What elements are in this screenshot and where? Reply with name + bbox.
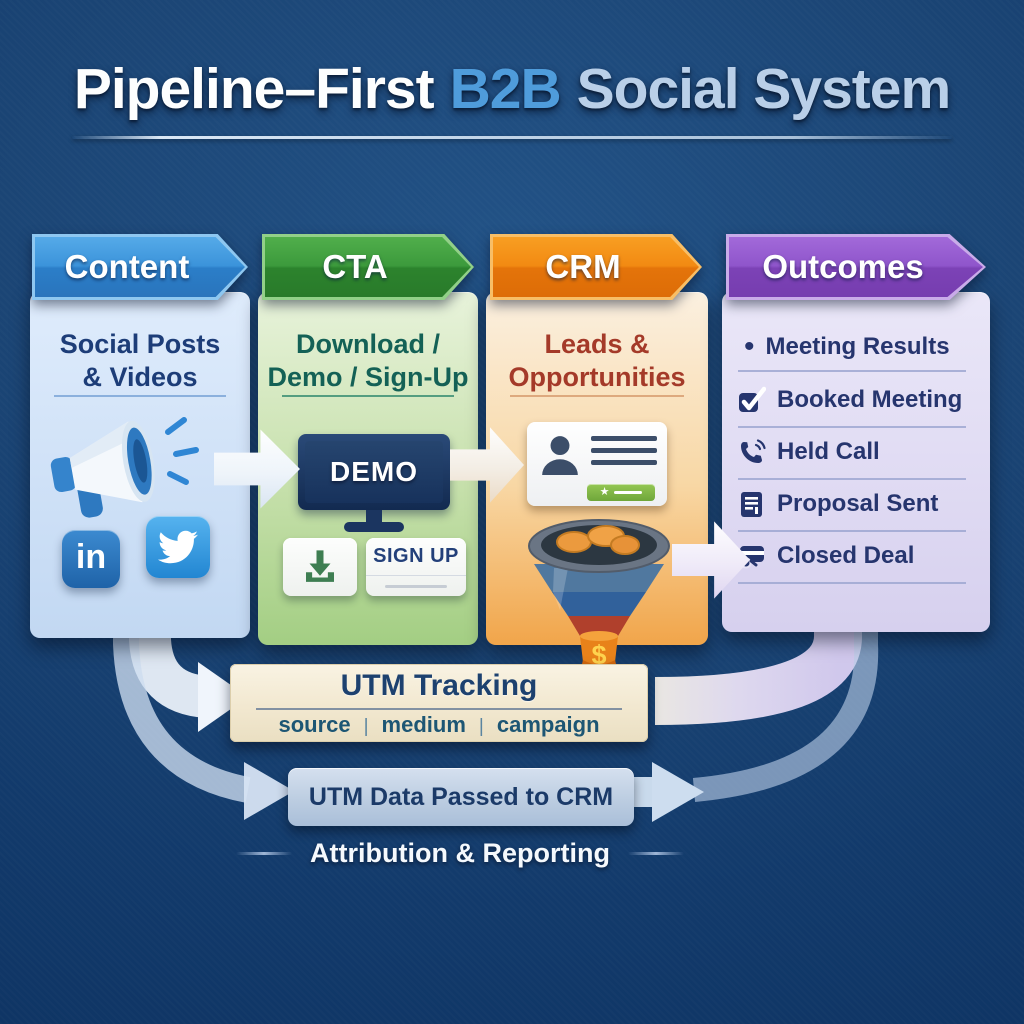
card-text-lines	[591, 436, 657, 476]
header-banner-crm: CRM	[490, 234, 702, 300]
outcome-item-closed-deal: Closed Deal	[738, 542, 978, 570]
utm-tracking-divider	[256, 708, 622, 710]
utm-params: source | medium | campaign	[230, 712, 648, 738]
attribution-reporting-row: Attribution & Reporting	[0, 838, 920, 869]
crm-subtitle: Leads & Opportunities	[508, 329, 686, 392]
contact-card-icon: ★	[527, 422, 667, 506]
param-separator: |	[363, 716, 369, 737]
crm-subtitle-underline	[510, 395, 684, 397]
outcome-item-proposal-sent: Proposal Sent	[738, 490, 978, 518]
signup-label: SIGN UP	[373, 545, 459, 567]
checkbox-check-icon	[738, 386, 766, 414]
utm-pass-label: UTM Data Passed to CRM	[308, 782, 614, 811]
outcome-item-held-call: Held Call	[738, 438, 978, 466]
title-part-pipeline-first: Pipeline–First	[73, 57, 435, 121]
content-header-label: Content	[64, 248, 190, 285]
download-tray-icon	[283, 538, 357, 596]
outcomes-divider	[738, 478, 966, 480]
monitor-base	[344, 522, 404, 532]
outcome-item-booked-meeting: Booked Meeting	[738, 386, 978, 414]
right-dash	[627, 852, 684, 855]
content-subtitle: Social Posts & Videos	[59, 329, 221, 392]
cta-subtitle-underline	[282, 395, 454, 397]
utm-param-source: source	[278, 712, 351, 737]
cta-subtitle: Download / Demo / Sign-Up	[267, 329, 469, 392]
download-arrow-icon	[306, 550, 334, 582]
bullet-icon: •	[744, 330, 755, 363]
header-banner-content: Content	[32, 234, 248, 300]
signup-button-strip	[366, 575, 466, 596]
document-lines-icon	[738, 490, 766, 518]
left-dash	[236, 852, 293, 855]
funnel-dollar-symbol: $	[591, 640, 606, 670]
attribution-reporting-label: Attribution & Reporting	[310, 838, 610, 868]
title-divider-line	[72, 136, 952, 139]
outcomes-divider	[738, 582, 966, 584]
title-part-social-system: Social System	[576, 57, 952, 121]
outcomes-column-panel: • Meeting Results Booked Meeting	[722, 292, 990, 632]
monitor-demo-icon: DEMO	[298, 434, 450, 510]
monitor-stand	[366, 510, 382, 523]
utm-tracking-box: UTM Tracking source | medium | campaign	[230, 664, 648, 742]
monitor-screen: DEMO	[305, 441, 443, 503]
phone-call-icon	[738, 438, 766, 466]
sales-funnel-icon: $	[528, 519, 670, 678]
header-banner-cta: CTA	[262, 234, 474, 300]
outcomes-divider	[738, 426, 966, 428]
title-part-b2b: B2B	[449, 57, 562, 121]
person-silhouette-icon	[542, 436, 578, 475]
outcomes-header-label: Outcomes	[762, 248, 924, 285]
outcome-item-meeting-results: • Meeting Results	[744, 330, 950, 363]
outcomes-divider	[738, 530, 966, 532]
crm-header-label: CRM	[545, 248, 621, 285]
twitter-icon	[146, 516, 210, 578]
outcomes-divider	[738, 370, 966, 372]
linkedin-in-label: in	[75, 537, 107, 576]
param-separator: |	[478, 716, 484, 737]
content-column-panel: Social Posts & Videos in	[30, 292, 250, 638]
signup-button: SIGN UP	[366, 538, 466, 596]
linkedin-icon: in	[62, 530, 120, 588]
utm-data-passed-pill: UTM Data Passed to CRM	[288, 768, 634, 826]
cta-header-label: CTA	[322, 248, 388, 285]
content-subtitle-underline	[54, 395, 226, 397]
card-rating-badge: ★	[587, 484, 655, 501]
twitter-bird-icon	[158, 530, 198, 564]
utm-tracking-title: UTM Tracking	[340, 669, 538, 702]
header-banner-outcomes: Outcomes	[726, 234, 986, 300]
utm-param-campaign: campaign	[496, 712, 600, 737]
utm-param-medium: medium	[381, 712, 466, 737]
demo-label: DEMO	[330, 456, 418, 487]
megaphone-icon	[50, 417, 199, 518]
